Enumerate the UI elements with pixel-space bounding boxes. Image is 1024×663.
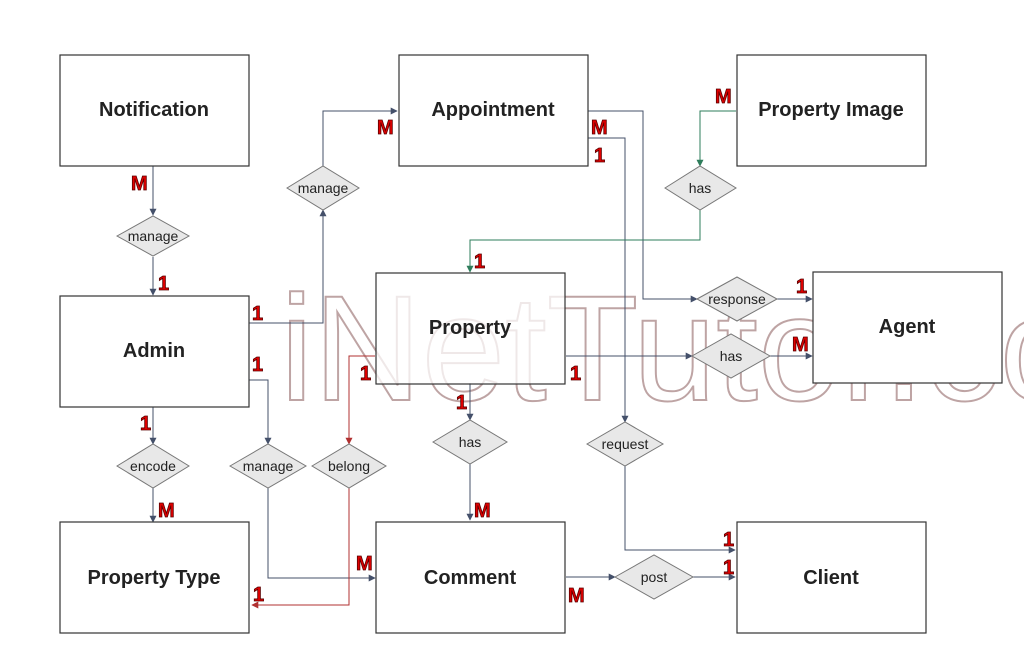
cardinality-label: M xyxy=(474,500,491,522)
entity-label: Notification xyxy=(99,99,209,121)
connector-lines xyxy=(149,107,813,609)
entity-label: Appointment xyxy=(431,99,555,121)
cardinality-label: M xyxy=(356,553,373,575)
relationship-label: post xyxy=(641,569,668,585)
cardinality-label: 1 xyxy=(252,354,263,376)
cardinality-label: 1 xyxy=(594,145,605,167)
entity-label: Property xyxy=(429,317,512,339)
relationship-admin-comment[interactable]: manage xyxy=(229,443,307,489)
relationship-comment-client[interactable]: post xyxy=(613,554,695,600)
relationship-property-comment[interactable]: has xyxy=(432,419,508,465)
relationship-appointment-client[interactable]: request xyxy=(586,421,664,467)
relationship-admin-appointment[interactable]: manage xyxy=(286,165,360,211)
entity-label: Property Type xyxy=(88,567,221,589)
cardinality-label: M xyxy=(131,173,148,195)
relationship-image-property[interactable]: has xyxy=(664,165,737,211)
cardinality-label: 1 xyxy=(252,303,263,325)
cardinality-label: M xyxy=(158,500,175,522)
relationship-label: belong xyxy=(328,458,370,474)
relationship-label: has xyxy=(720,348,743,364)
cardinality-label: 1 xyxy=(474,251,485,273)
entity-property-image[interactable]: Property Image xyxy=(736,54,927,167)
relationship-label: encode xyxy=(130,458,176,474)
entity-property-type[interactable]: Property Type xyxy=(59,521,250,634)
entity-label: Property Image xyxy=(758,99,904,121)
relationship-label: request xyxy=(602,436,649,452)
relationship-admin-type[interactable]: encode xyxy=(116,443,190,489)
cardinality-label: M xyxy=(568,585,585,607)
cardinality-label: 1 xyxy=(570,363,581,385)
relationship-property-agent[interactable]: has xyxy=(690,333,772,379)
entity-agent[interactable]: Agent xyxy=(812,271,1003,384)
entity-property[interactable]: Property xyxy=(375,272,566,385)
entity-appointment[interactable]: Appointment xyxy=(398,54,589,167)
entity-client[interactable]: Client xyxy=(736,521,927,634)
cardinality-label: 1 xyxy=(360,363,371,385)
cardinality-label: M xyxy=(377,117,394,139)
relationship-label: manage xyxy=(128,228,179,244)
entity-label: Admin xyxy=(123,340,185,362)
relationship-notification-admin[interactable]: manage xyxy=(115,215,191,257)
cardinality-label: M xyxy=(792,334,809,356)
relationship-label: response xyxy=(708,291,766,307)
cardinality-label: M xyxy=(591,117,608,139)
cardinality-label: 1 xyxy=(158,273,169,295)
cardinality-label: 1 xyxy=(723,557,734,579)
cardinality-label: 1 xyxy=(140,413,151,435)
entity-comment[interactable]: Comment xyxy=(375,521,566,634)
relationship-label: manage xyxy=(298,180,349,196)
entity-label: Client xyxy=(803,567,859,589)
entity-label: Agent xyxy=(879,316,936,338)
cardinality-label: M xyxy=(715,86,732,108)
relationship-property-type[interactable]: belong xyxy=(311,443,387,489)
cardinality-label: 1 xyxy=(456,392,467,414)
relationship-label: has xyxy=(459,434,482,450)
relationship-appointment-agent[interactable]: response xyxy=(695,276,779,322)
cardinality-label: 1 xyxy=(796,276,807,298)
relationship-label: has xyxy=(689,180,712,196)
entity-admin[interactable]: Admin xyxy=(59,295,250,408)
relationship-label: manage xyxy=(243,458,294,474)
entity-label: Comment xyxy=(424,567,517,589)
cardinality-label: 1 xyxy=(723,529,734,551)
cardinality-labels: M 1 M M 1 M 1 1 M 1 1 1 1 1 1 M 1 M M M … xyxy=(131,86,809,608)
entity-notification[interactable]: Notification xyxy=(59,54,250,167)
cardinality-label: 1 xyxy=(253,584,264,606)
